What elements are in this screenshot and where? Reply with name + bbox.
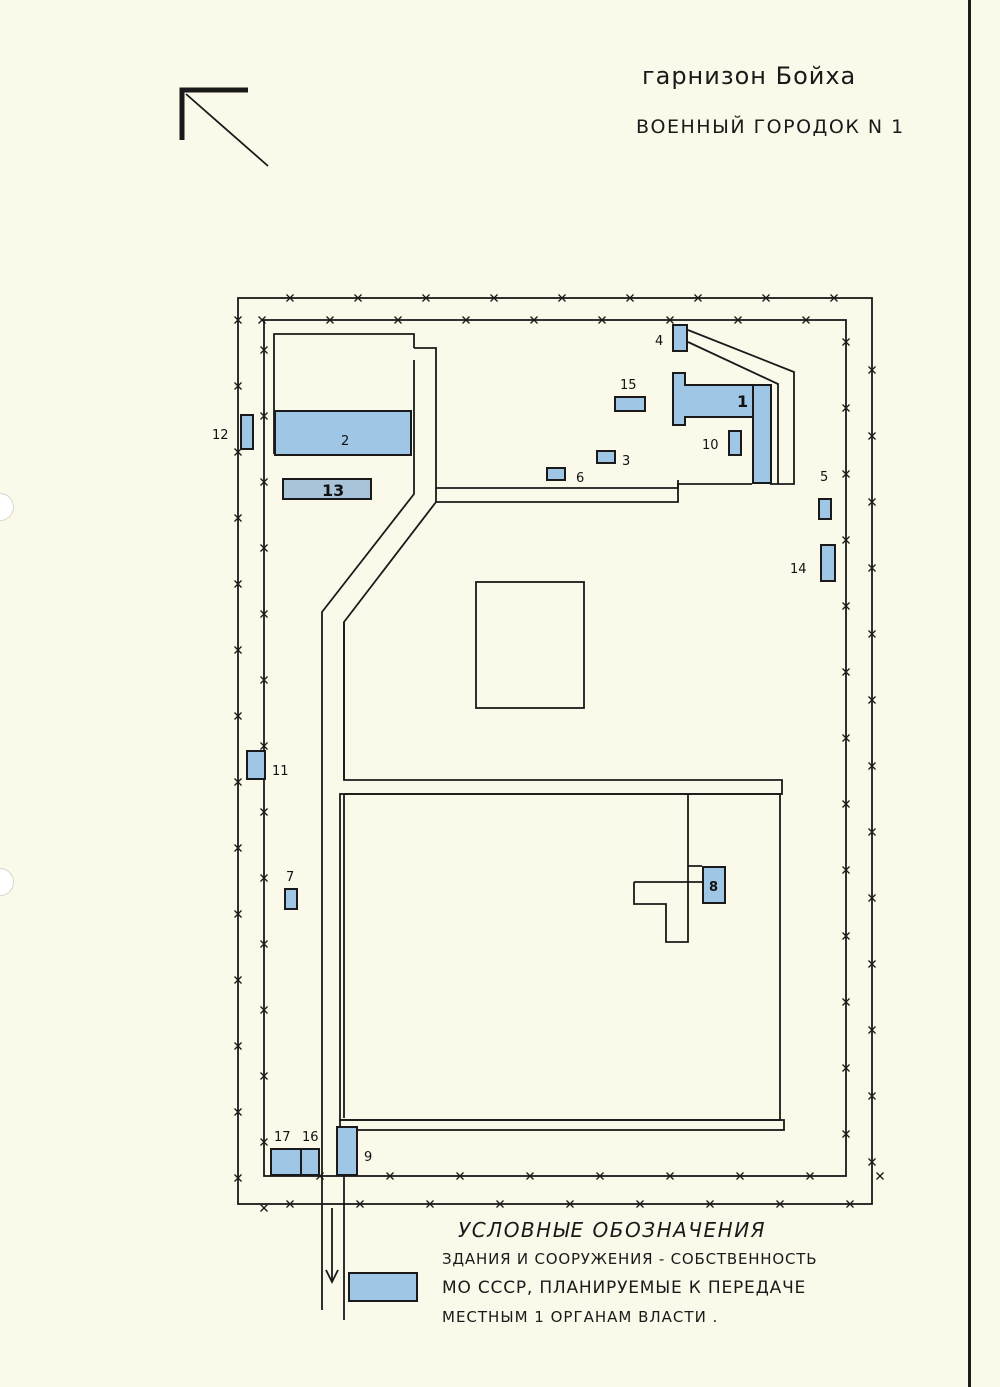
building-label-17: 17: [274, 1130, 291, 1145]
building-10: [728, 430, 742, 456]
building-label-16: 16: [302, 1130, 319, 1145]
building-label-14: 14: [790, 562, 807, 577]
building-label-11: 11: [272, 764, 289, 779]
inner-perimeter: [263, 319, 847, 1177]
building-6: [546, 467, 566, 481]
fence-marks: [234, 294, 884, 1212]
legend-swatch: [348, 1272, 418, 1302]
building-7: [284, 888, 298, 910]
building-label-10: 10: [702, 438, 719, 453]
outer-fence: [237, 297, 873, 1205]
legend-line-2: МО СССР, планируемые к передаче: [442, 1278, 807, 1298]
building-16: [300, 1148, 320, 1176]
building-label-15: 15: [620, 378, 637, 393]
building-8: [702, 866, 726, 904]
building-label-3: 3: [622, 454, 631, 469]
building-label-6: 6: [576, 471, 585, 486]
building-label-1: 1: [737, 392, 749, 411]
building-17: [270, 1148, 302, 1176]
town-title: Военный городок N 1: [636, 116, 905, 138]
building-11: [246, 750, 266, 780]
building-13: [282, 478, 372, 500]
building-2: [274, 410, 412, 456]
building-label-8: 8: [709, 880, 719, 895]
building-label-7: 7: [286, 870, 295, 885]
building-12: [240, 414, 254, 450]
building-label-4: 4: [655, 334, 664, 349]
building-3: [596, 450, 616, 464]
legend-heading: Условные обозначения: [458, 1218, 767, 1242]
building-label-9: 9: [364, 1150, 373, 1165]
building-1-leg: [752, 384, 772, 484]
north-arrow-icon: [179, 87, 269, 167]
building-9: [336, 1126, 358, 1176]
legend-line-1: здания и сооружения - собственность: [442, 1250, 818, 1268]
building-15: [614, 396, 646, 412]
central-square: [475, 581, 585, 709]
building-label-12: 12: [212, 428, 229, 443]
arrow-down-icon: [325, 1208, 339, 1285]
building-label-2: 2: [341, 434, 350, 449]
building-4: [672, 324, 688, 352]
building-label-5: 5: [820, 470, 829, 485]
legend-line-3: местным 1 органам власти .: [442, 1308, 719, 1326]
building-5: [818, 498, 832, 520]
parade-ground: [339, 793, 781, 1121]
garrison-title: гарнизон Бойха: [642, 62, 857, 90]
building-14: [820, 544, 836, 582]
building-label-13: 13: [322, 481, 345, 500]
page-border-line: [968, 0, 971, 1387]
